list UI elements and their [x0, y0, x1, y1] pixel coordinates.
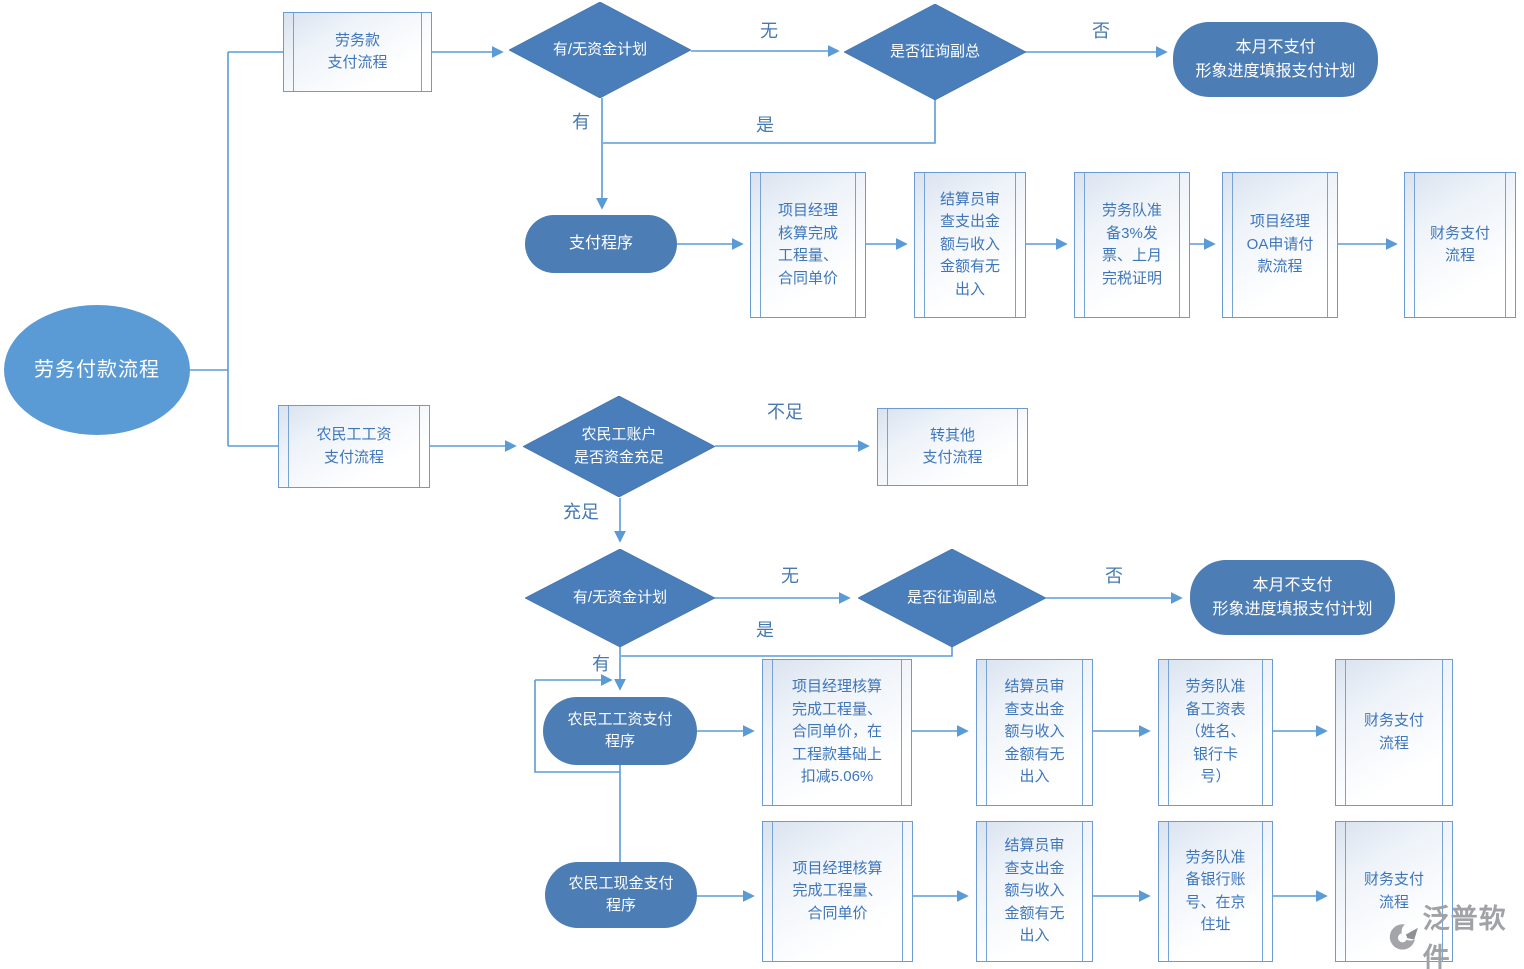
step-settle-check-2: 结算员审 查支出金 额与收入 金额有无 出入 [976, 659, 1093, 806]
step-pm-oa: 项目经理 OA申请付 款流程 [1222, 172, 1338, 318]
edge-label-no-1: 无 [760, 21, 778, 41]
consult-decision-1: 是否征询副总 [844, 4, 1026, 100]
account-check-decision: 农民工账户 是否资金充足 [523, 396, 715, 497]
step-settle-check-1: 结算员审 查支出金 额与收入 金额有无 出入 [914, 172, 1026, 318]
connectors [190, 45, 1398, 902]
watermark-brand-text: 泛普软件 [1422, 904, 1507, 969]
edge-label-have-2: 有 [592, 654, 610, 674]
step-finance-1: 财务支付 流程 [1404, 172, 1516, 318]
step-team-bank: 劳务队准 备银行账 号、在京 住址 [1158, 821, 1273, 962]
edge-label-deny-1: 否 [1092, 21, 1110, 41]
no-pay-terminal-1: 本月不支付 形象进度填报支付计划 [1173, 22, 1378, 97]
edge-label-deny-2: 否 [1105, 566, 1123, 586]
step-team-invoice: 劳务队准 备3%发 票、上月 完税证明 [1074, 172, 1190, 318]
watermark-brand-row: 泛普软件 [1388, 897, 1524, 969]
edge-label-sufficient: 充足 [563, 502, 599, 522]
watermark: 泛普软件 www.fanpusoft.com [1388, 897, 1524, 969]
worker-entry-box: 农民工工资 支付流程 [278, 405, 430, 488]
step-pm-calc-1: 项目经理 核算完成 工程量、 合同单价 [750, 172, 866, 318]
edge-label-yes-2: 是 [756, 620, 774, 640]
fanpu-logo-icon [1389, 922, 1420, 950]
diamond-shape [844, 4, 1026, 100]
fund-plan-decision-1: 有/无资金计划 [509, 2, 691, 98]
diamond-shape [525, 549, 715, 647]
edge-label-yes-1: 是 [756, 115, 774, 135]
fund-plan-decision-2: 有/无资金计划 [525, 549, 715, 647]
step-settle-check-3: 结算员审 查支出金 额与收入 金额有无 出入 [976, 821, 1093, 962]
step-pm-calc-2: 项目经理核算 完成工程量、 合同单价，在 工程款基础上 扣减5.06% [762, 659, 912, 806]
pay-procedure-stadium: 支付程序 [525, 215, 677, 273]
step-finance-2: 财务支付 流程 [1335, 659, 1453, 806]
labor-entry-box: 劳务款 支付流程 [283, 12, 432, 92]
step-pm-calc-3: 项目经理核算 完成工程量、 合同单价 [762, 821, 913, 962]
diamond-shape [523, 396, 715, 497]
start-ellipse: 劳务付款流程 [4, 305, 190, 435]
wage-procedure-stadium: 农民工工资支付 程序 [543, 697, 697, 765]
no-pay-terminal-2: 本月不支付 形象进度填报支付计划 [1190, 560, 1395, 635]
edge-label-no-2: 无 [781, 566, 799, 586]
consult-decision-2: 是否征询副总 [858, 549, 1046, 647]
edge-label-have-1: 有 [572, 112, 590, 132]
edge-label-insufficient: 不足 [767, 402, 803, 422]
diamond-shape [509, 2, 691, 98]
diamond-shape [858, 549, 1046, 647]
step-team-payroll: 劳务队准 备工资表 （姓名、 银行卡 号） [1158, 659, 1273, 806]
other-pay-box: 转其他 支付流程 [877, 408, 1028, 486]
cash-procedure-stadium: 农民工现金支付 程序 [545, 862, 697, 928]
